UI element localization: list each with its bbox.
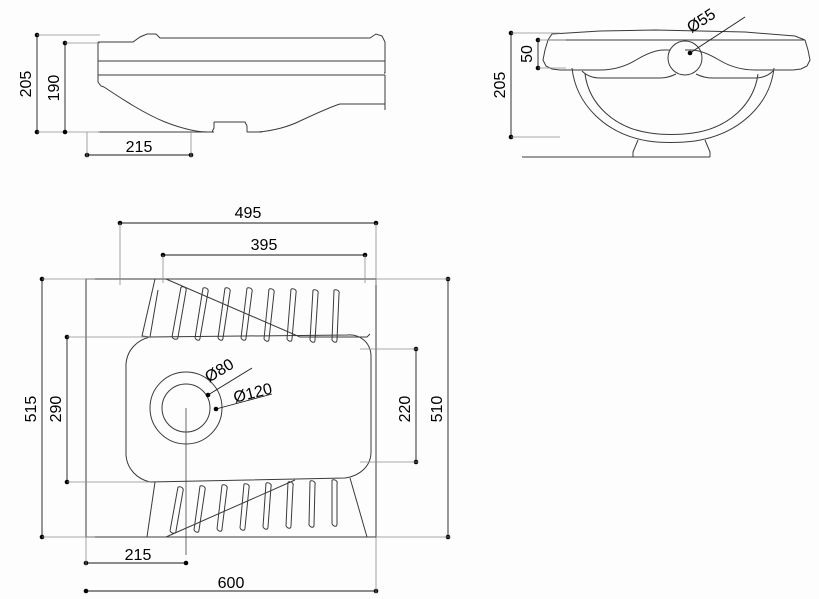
dim-290: 290 bbox=[48, 334, 150, 485]
dim-label-50-side: 50 bbox=[519, 45, 536, 63]
dim-190-front: 190 bbox=[46, 40, 100, 135]
dim-label-d80: Ø80 bbox=[202, 356, 237, 386]
plan-ribs-top bbox=[141, 278, 371, 343]
plan-view: Ø80 Ø120 495 395 bbox=[23, 205, 451, 594]
dim-label-d55: Ø55 bbox=[684, 6, 719, 37]
dim-label-290: 290 bbox=[48, 396, 65, 423]
side-elevation-outline bbox=[522, 29, 811, 158]
dim-515: 515 bbox=[23, 276, 95, 540]
dim-215-front: 215 bbox=[84, 130, 194, 158]
dim-label-220: 220 bbox=[397, 396, 414, 423]
front-elevation-view: 205 190 215 bbox=[18, 32, 386, 158]
dim-label-600: 600 bbox=[218, 575, 245, 592]
plan-drain bbox=[149, 371, 223, 555]
dim-215-plan: 215 bbox=[83, 537, 189, 566]
dim-220: 220 bbox=[360, 346, 419, 465]
dim-510: 510 bbox=[376, 276, 451, 540]
dim-395: 395 bbox=[160, 237, 368, 283]
dim-205-side: 205 bbox=[492, 30, 560, 140]
dim-label-395: 395 bbox=[251, 237, 278, 254]
dim-label-205-side: 205 bbox=[492, 72, 509, 99]
dim-label-495: 495 bbox=[235, 205, 262, 222]
dim-label-d120: Ø120 bbox=[232, 381, 274, 407]
dim-495: 495 bbox=[117, 205, 379, 285]
dim-50-side: 50 bbox=[519, 37, 566, 71]
side-elevation-view: Ø55 205 50 bbox=[492, 6, 811, 158]
dim-label-515: 515 bbox=[23, 396, 40, 423]
leader-d55: Ø55 bbox=[684, 6, 746, 56]
dim-label-215-plan: 215 bbox=[125, 547, 152, 564]
dim-600: 600 bbox=[83, 537, 379, 594]
plan-ribs-bottom bbox=[146, 477, 368, 538]
dim-205-front: 205 bbox=[18, 32, 100, 135]
dim-label-510: 510 bbox=[429, 396, 446, 423]
front-elevation-outline bbox=[97, 33, 386, 133]
plan-body-outline bbox=[125, 334, 372, 483]
leader-d120: Ø120 bbox=[213, 381, 274, 412]
dim-label-215-front: 215 bbox=[126, 139, 153, 156]
dim-label-190-front: 190 bbox=[46, 75, 63, 102]
dim-label-205-front: 205 bbox=[18, 71, 35, 98]
